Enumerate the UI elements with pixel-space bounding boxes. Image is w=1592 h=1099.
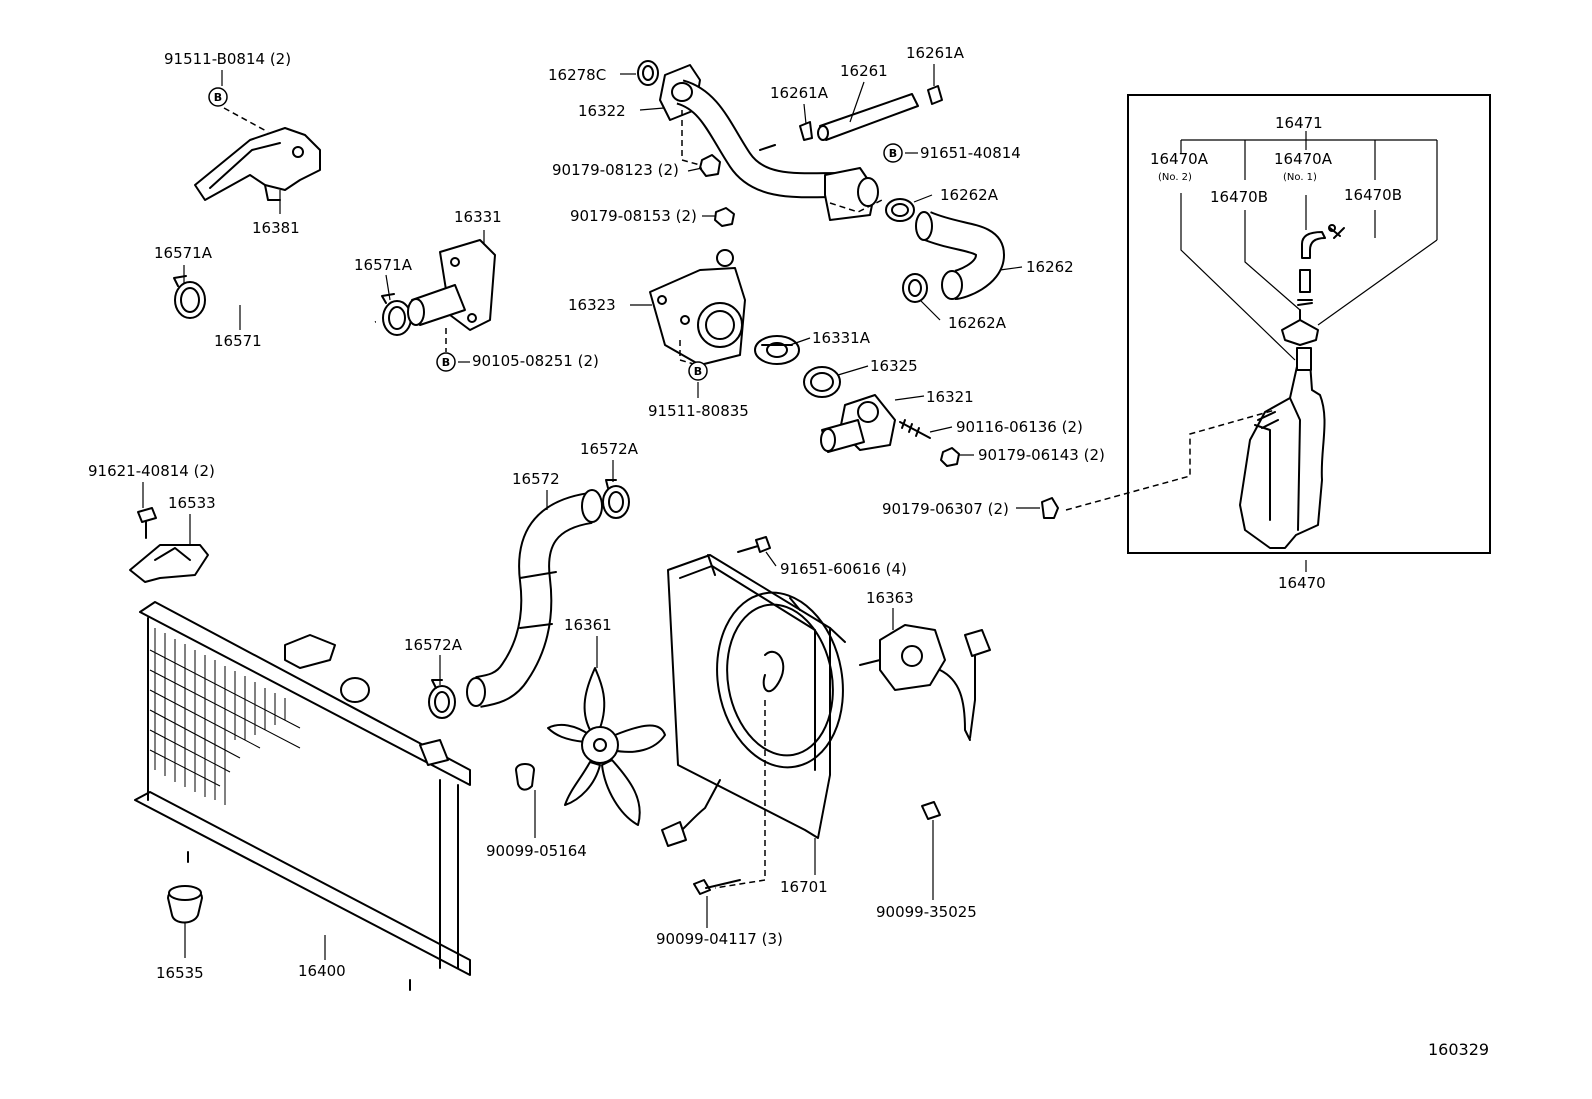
thermostat-icon — [754, 335, 800, 365]
label-90179-06307: 90179-06307 (2) — [882, 500, 1009, 518]
label-16325: 16325 — [870, 357, 918, 375]
svg-text:B: B — [694, 365, 702, 378]
label-16470a-no2-sub: (No. 2) — [1158, 172, 1192, 183]
water-inlet-16331-icon — [407, 239, 496, 331]
label-16381: 16381 — [252, 219, 300, 237]
label-16261: 16261 — [840, 62, 888, 80]
hose-clip-16470b-icon — [1328, 224, 1345, 239]
label-16470b-left: 16470B — [1210, 188, 1268, 206]
label-16323: 16323 — [568, 296, 616, 314]
bolt-b-marker: B — [688, 361, 708, 381]
hose-clamp-icon — [927, 85, 943, 105]
label-91511-b0814: 91511-B0814 (2) — [164, 50, 291, 68]
fan-blade-icon — [547, 667, 666, 826]
label-16470a-no1: 16470A — [1274, 150, 1333, 168]
tank-cap-icon — [1281, 309, 1319, 346]
fan-motor-icon — [859, 624, 991, 741]
bolt-b-marker: B — [883, 143, 903, 163]
label-16261a-right: 16261A — [906, 44, 965, 62]
label-90099-35025: 90099-35025 — [876, 903, 977, 921]
label-16701: 16701 — [780, 878, 828, 896]
upper-hose-16262-icon — [915, 211, 1006, 300]
label-16278c: 16278C — [548, 66, 606, 84]
label-91651-60616: 91651-60616 (4) — [780, 560, 907, 578]
label-16262a-bottom: 16262A — [948, 314, 1007, 332]
svg-text:B: B — [214, 91, 222, 104]
figure-number: 160329 — [1428, 1040, 1489, 1059]
label-16572a-top: 16572A — [580, 440, 639, 458]
gasket-16325-icon — [803, 366, 841, 398]
label-16470a-no1-sub: (No. 1) — [1283, 172, 1317, 183]
label-16321: 16321 — [926, 388, 974, 406]
bolt-b-marker: B — [208, 87, 228, 107]
hose-clamp-icon — [381, 293, 412, 336]
svg-text:B: B — [442, 356, 450, 369]
bracket-16381-icon — [194, 127, 321, 201]
outlet-pipe-16322-icon — [659, 64, 879, 221]
lower-hose-16571-icon — [177, 266, 410, 340]
label-16533: 16533 — [168, 494, 216, 512]
label-16363: 16363 — [866, 589, 914, 607]
hose-clamp-icon — [799, 121, 813, 141]
reserve-tank-assembly-frame — [1127, 94, 1491, 554]
label-16331: 16331 — [454, 208, 502, 226]
bolt-b-marker: B — [436, 352, 456, 372]
svg-text:B: B — [889, 147, 897, 160]
bolt-90099-04117-icon — [693, 879, 741, 895]
label-16470a-no2: 16470A — [1150, 150, 1209, 168]
hose-clamp-icon — [902, 273, 928, 303]
hose-clamp-icon — [885, 198, 915, 222]
label-16571a-right: 16571A — [354, 256, 413, 274]
label-16572a-bottom: 16572A — [404, 636, 463, 654]
clip-90099-35025-icon — [921, 801, 941, 820]
label-90105-08251: 90105-08251 (2) — [472, 352, 599, 370]
radiator-hose-16572-icon — [466, 489, 603, 708]
radiator-cushion-16535-icon — [167, 885, 203, 924]
reserve-tank-icon — [1239, 347, 1326, 549]
label-16572: 16572 — [512, 470, 560, 488]
label-16361: 16361 — [564, 616, 612, 634]
label-90179-06143: 90179-06143 (2) — [978, 446, 1105, 464]
label-90179-08153: 90179-08153 (2) — [570, 207, 697, 225]
hose-clamp-icon — [173, 275, 206, 319]
radiator-support-bracket-16533-icon — [129, 507, 209, 583]
radiator-icon — [134, 601, 471, 991]
label-90099-04117: 90099-04117 (3) — [656, 930, 783, 948]
label-16322: 16322 — [578, 102, 626, 120]
gasket-16278c-icon — [637, 60, 659, 86]
label-16331a: 16331A — [812, 329, 871, 347]
fan-shroud-icon — [661, 554, 846, 847]
label-16571: 16571 — [214, 332, 262, 350]
bypass-hose-16261-icon — [817, 93, 919, 141]
tank-hose-icon — [1297, 231, 1326, 306]
nut-90179-06143-icon — [940, 447, 960, 467]
label-16571a-left: 16571A — [154, 244, 213, 262]
water-outlet-16321-icon — [820, 394, 896, 453]
label-16261a-left: 16261A — [770, 84, 829, 102]
hose-clamp-icon — [428, 679, 456, 719]
label-16262: 16262 — [1026, 258, 1074, 276]
label-16470: 16470 — [1278, 574, 1326, 592]
label-16470b-right: 16470B — [1344, 186, 1402, 204]
label-16262a-top: 16262A — [940, 186, 999, 204]
label-91511-80835: 91511-80835 — [648, 402, 749, 420]
leader-lines — [142, 64, 1307, 960]
label-16535: 16535 — [156, 964, 204, 982]
clip-90179-06307-icon — [1041, 497, 1059, 519]
hose-clamp-icon — [602, 479, 630, 519]
label-91621-40814: 91621-40814 (2) — [88, 462, 215, 480]
bolt-90116-06136-icon — [899, 419, 931, 439]
label-90116-06136: 90116-06136 (2) — [956, 418, 1083, 436]
label-16471: 16471 — [1275, 114, 1323, 132]
nut-90179-08153-icon — [714, 207, 735, 227]
bolt-91651-60616-icon — [737, 536, 771, 553]
thermostat-housing-16323-icon — [649, 249, 746, 366]
label-90099-05164: 90099-05164 — [486, 842, 587, 860]
label-90179-08123: 90179-08123 (2) — [552, 161, 679, 179]
nut-90179-08123-icon — [699, 154, 721, 177]
label-91651-40814: 91651-40814 — [920, 144, 1021, 162]
label-16400: 16400 — [298, 962, 346, 980]
fan-nut-90099-05164-icon — [515, 763, 535, 791]
